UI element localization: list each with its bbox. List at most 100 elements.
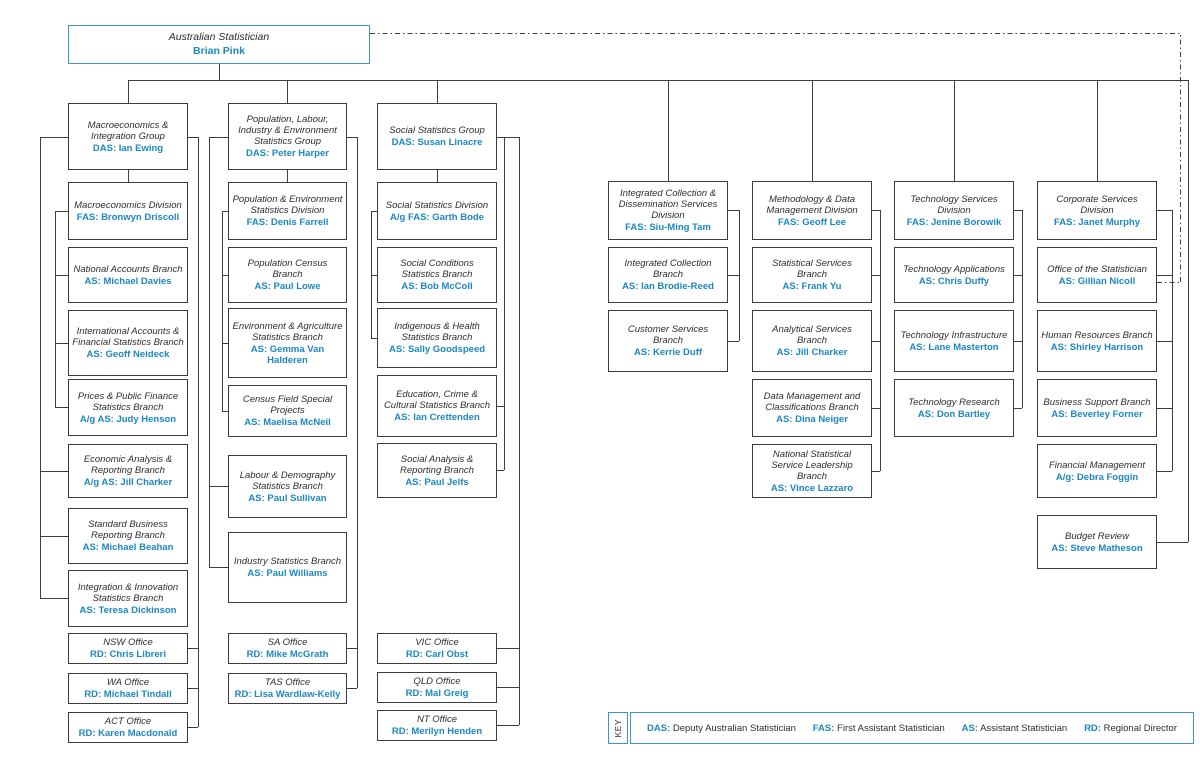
key-abbr: DAS: <box>647 722 671 734</box>
box-role: AS: Vince Lazzaro <box>770 482 854 494</box>
box-title: Indigenous & Health Statistics Branch <box>394 321 480 343</box>
box-vic-office: VIC Office RD: Carl Obst <box>377 633 497 664</box>
box-social-statistics-division: Social Statistics Division A/g FAS: Gart… <box>377 182 497 240</box>
box-prices-public-finance-statistics-branch: Prices & Public Finance Statistics Branc… <box>68 379 188 436</box>
connector-line <box>872 275 880 277</box>
connector-line <box>287 170 289 182</box>
box-title: Financial Management <box>1048 459 1146 471</box>
box-role: AS: Paul Williams <box>247 568 328 579</box>
box-role: AS: Michael Beahan <box>82 542 174 553</box>
connector-line <box>371 338 377 340</box>
box-role: AS: Gemma Van Halderen <box>250 343 325 366</box>
box-role: FAS: Denis Farrell <box>246 217 329 228</box>
connector-line <box>128 170 130 182</box>
connector-line <box>198 137 200 727</box>
connector-line <box>55 343 68 345</box>
box-title: QLD Office <box>413 676 461 687</box>
box-qld-office: QLD Office RD: Mal Greig <box>377 672 497 703</box>
box-title: Customer Services Branch <box>627 324 709 346</box>
dash-dot-connector-line <box>1180 33 1182 282</box>
key-meaning: Assistant Statistician <box>980 722 1068 734</box>
box-tas-office: TAS Office RD: Lisa Wardlaw-Kelly <box>228 673 347 704</box>
box-role: RD: Chris Libreri <box>89 649 166 660</box>
connector-line <box>1172 210 1174 471</box>
connector-line <box>347 688 357 690</box>
box-role: A/g FAS: Garth Bode <box>390 211 484 223</box>
box-technology-infrastructure: Technology Infrastructure AS: Lane Maste… <box>894 310 1014 372</box>
box-macroeconomics-integration-group: Macroeconomics & Integration Group DAS: … <box>68 103 188 170</box>
box-role: FAS: Geoff Lee <box>777 216 847 228</box>
box-role: RD: Merilyn Henden <box>391 726 483 737</box>
box-analytical-services-branch: Analytical Services Branch AS: Jill Char… <box>752 310 872 372</box>
box-role: DAS: Peter Harper <box>246 148 329 159</box>
connector-line <box>347 137 357 139</box>
box-title: Labour & Demography Statistics Branch <box>239 469 336 492</box>
box-national-statistical-service-leadership-branch: National Statistical Service Leadership … <box>752 444 872 498</box>
key-abbr: AS: <box>961 722 978 734</box>
connector-line <box>504 137 506 470</box>
connector-line <box>222 275 228 277</box>
box-national-accounts-branch: National Accounts Branch AS: Michael Dav… <box>68 247 188 303</box>
box-role: AS: Jill Charker <box>776 347 848 358</box>
key-item-as: AS: Assistant Statistician <box>962 723 1068 734</box>
connector-line <box>188 688 198 690</box>
box-title: NT Office <box>416 714 458 725</box>
connector-line <box>222 211 228 213</box>
box-title: Integrated Collection & Dissemination Se… <box>618 188 718 221</box>
key-abbr: RD: <box>1084 722 1101 734</box>
box-role: AS: Teresa Dickinson <box>79 604 177 616</box>
box-labour-demography-statistics-branch: Labour & Demography Statistics Branch AS… <box>228 455 347 518</box>
box-social-analysis-reporting-branch: Social Analysis & Reporting Branch AS: P… <box>377 443 497 498</box>
box-title: Economic Analysis & Reporting Branch <box>83 454 173 476</box>
box-role: Brian Pink <box>193 45 245 57</box>
box-role: AS: Maelisa McNeil <box>244 417 331 428</box>
box-role: AS: Frank Yu <box>782 281 842 292</box>
box-role: RD: Karen Macdonald <box>78 728 178 739</box>
connector-line <box>347 648 357 650</box>
connector-line <box>40 536 68 538</box>
connector-line <box>287 80 289 103</box>
box-title: Integration & Innovation Statistics Bran… <box>77 581 179 604</box>
box-title: Methodology & Data Management Division <box>766 193 858 216</box>
box-title: Standard Business Reporting Branch <box>88 519 168 541</box>
box-social-statistics-group: Social Statistics Group DAS: Susan Linac… <box>377 103 497 170</box>
box-title: Population & Environment Statistics Divi… <box>232 194 343 216</box>
connector-line <box>872 210 880 212</box>
connector-line <box>872 408 880 410</box>
connector-line <box>1188 80 1190 542</box>
connector-line <box>497 137 519 139</box>
connector-line <box>40 137 42 598</box>
box-title: Environment & Agriculture Statistics Bra… <box>232 320 343 343</box>
box-role: AS: Gillian Nicoll <box>1058 275 1136 287</box>
box-data-management-classifications-branch: Data Management and Classifications Bran… <box>752 379 872 437</box>
connector-line <box>1157 471 1172 473</box>
box-population-environment-statistics-division: Population & Environment Statistics Divi… <box>228 182 347 240</box>
box-title: Corporate Services Division <box>1056 193 1138 216</box>
box-role: AS: Steve Matheson <box>1051 542 1143 554</box>
key-label-box: KEY <box>608 712 628 744</box>
box-title: Statistical Services Branch <box>772 258 852 280</box>
box-industry-statistics-branch: Industry Statistics Branch AS: Paul Will… <box>228 532 347 603</box>
connector-line <box>880 210 882 471</box>
connector-line <box>209 567 228 569</box>
box-macroeconomics-division: Macroeconomics Division FAS: Bronwyn Dri… <box>68 182 188 240</box>
key-item-rd: RD: Regional Director <box>1084 723 1177 734</box>
connector-line <box>55 211 57 407</box>
box-education-crime-cultural-statistics-branch: Education, Crime & Cultural Statistics B… <box>377 375 497 437</box>
connector-line <box>371 211 373 338</box>
dash-dot-connector-line <box>1157 282 1180 284</box>
connector-line <box>222 411 228 413</box>
connector-line <box>1014 341 1022 343</box>
box-role: AS: Paul Lowe <box>254 281 321 292</box>
box-title: Prices & Public Finance Statistics Branc… <box>77 390 179 413</box>
box-integration-innovation-statistics-branch: Integration & Innovation Statistics Bran… <box>68 570 188 627</box>
box-technology-services-division: Technology Services Division FAS: Jenine… <box>894 181 1014 240</box>
box-role: AS: Shirley Harrison <box>1050 341 1144 353</box>
box-title: Social Statistics Group <box>389 125 485 136</box>
key-abbr: FAS: <box>812 722 835 734</box>
box-role: FAS: Bronwyn Driscoll <box>76 211 180 223</box>
box-act-office: ACT Office RD: Karen Macdonald <box>68 712 188 743</box>
connector-line <box>728 275 739 277</box>
connector-line <box>437 80 439 103</box>
connector-line <box>1014 275 1022 277</box>
